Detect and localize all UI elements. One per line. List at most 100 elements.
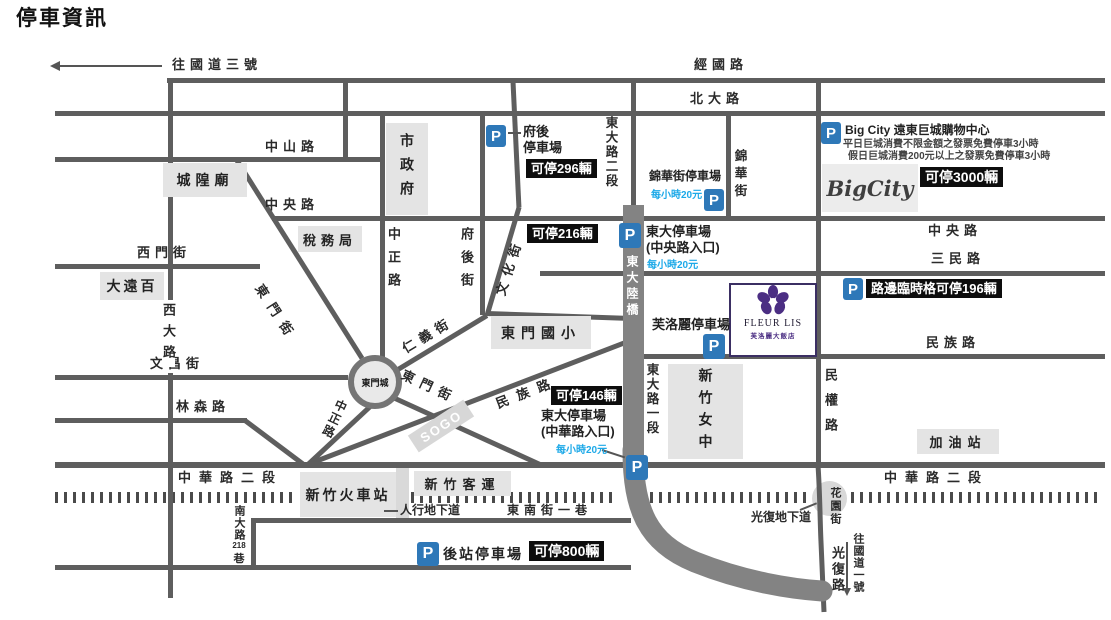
road-zhongyang xyxy=(272,216,1105,221)
highway3-arrowhead-icon xyxy=(50,61,60,71)
road-wenhua-upper xyxy=(510,81,522,208)
road-label-guodao1: 往國道一號 xyxy=(852,533,864,593)
road-fuhoujie xyxy=(480,111,485,315)
capacity-badge-bigcity: 可停3000輛 xyxy=(920,167,1004,187)
bigcity-note-holiday: 假日巨城消費200元以上之發票免費停車3小時 xyxy=(848,151,1051,162)
road-label-minzu-right: 民族路 xyxy=(926,335,981,350)
road-label-beida: 北大路 xyxy=(690,91,745,106)
road-sanmin xyxy=(540,271,1105,276)
railway-track xyxy=(650,492,806,503)
road-block-top xyxy=(253,518,631,523)
road-label-zhongzheng-north: 中正路 xyxy=(386,227,401,296)
fuhou-pointer xyxy=(508,132,521,134)
bigcity-note-weekday: 平日巨城消費不限金額之發票免費停車3小時 xyxy=(843,139,1039,150)
road-label-wenchang: 文昌街 xyxy=(150,356,205,371)
road-zhonghua xyxy=(55,462,1105,468)
road-label-xida: 西大路 xyxy=(161,302,176,367)
parking-name-houzhan: 後站停車場 xyxy=(443,546,523,562)
bigcity-logo: BigCity xyxy=(822,164,918,212)
highway3-arrow-line xyxy=(58,65,162,67)
parking-icon-dongda-zhonghua: P xyxy=(626,455,648,480)
capacity-badge-dongda-zhonghua: 可停146輛 xyxy=(551,386,622,405)
parking-name-fuhou: 府後 停車場 xyxy=(523,124,563,156)
road-dongmen-nw xyxy=(234,159,365,360)
road-beida xyxy=(55,111,1105,116)
road-label-huayuan: 花園街 xyxy=(829,487,841,526)
renxing-dash xyxy=(384,510,398,512)
highway1-arrow-line xyxy=(846,542,848,588)
road-jingguo xyxy=(167,78,1105,83)
road-label-jinhuajie: 錦華街 xyxy=(732,149,747,202)
road-label-ximen: 西門街 xyxy=(137,245,192,260)
road-bottom xyxy=(55,565,631,570)
road-jinhuajie xyxy=(726,111,731,220)
road-minzu-right xyxy=(640,354,1105,359)
parking-price-jinhua: 每小時20元 xyxy=(651,190,703,201)
fleurlis-name: FLEUR LIS xyxy=(743,318,803,329)
road-label-linsen: 林森路 xyxy=(176,399,231,414)
landmark-shizhengfu: 市政府 xyxy=(386,123,428,215)
parking-price-dongda-central: 每小時20元 xyxy=(647,260,699,271)
road-label-zhonghua-left: 中華路二段 xyxy=(178,470,284,485)
road-linsen-bend xyxy=(243,418,307,468)
road-segment-north xyxy=(343,78,348,160)
railway-track xyxy=(411,492,612,503)
fleurlis-flower-icon xyxy=(757,285,789,315)
parking-name-dongda-central: 東大停車場 (中央路入口) xyxy=(646,224,720,256)
road-nanda218 xyxy=(251,518,256,569)
parking-icon-roadside: P xyxy=(843,278,863,300)
road-label-zhongshan: 中山路 xyxy=(265,139,320,154)
road-ximen xyxy=(55,264,260,269)
landmark-gas-station: 加油站 xyxy=(917,429,999,454)
road-label-renxing: 人行地下道 xyxy=(400,503,461,517)
parking-icon-dongda-central: P xyxy=(619,223,641,248)
fleurlis-subname: 芙洛麗大飯店 xyxy=(750,333,796,340)
road-zhongshan xyxy=(55,157,385,162)
landmark-shuiwu: 稅務局 xyxy=(298,226,362,252)
road-label-dongda2: 東大路二段 xyxy=(603,116,618,189)
capacity-badge-houzhan: 可停800輛 xyxy=(529,541,605,561)
road-label-guodao3: 往國道三號 xyxy=(172,57,263,72)
road-label-nanda218: 南大路 218 巷 xyxy=(232,505,246,565)
road-label-zhongyang-right: 中央路 xyxy=(928,223,983,238)
landmark-dongmen-school: 東門國小 xyxy=(491,316,591,349)
pedestrian-corridor xyxy=(396,465,409,518)
road-label-zhongyang-left: 中央路 xyxy=(265,197,320,212)
bigcity-title: Big City 遠東巨城購物中心 xyxy=(845,123,990,137)
landmark-bus-station: 新竹客運 xyxy=(414,471,511,496)
dongda-overpass xyxy=(623,205,644,460)
parking-icon-houzhan: P xyxy=(417,542,439,566)
road-label-dongmen-nw: 東門街 xyxy=(252,281,301,345)
parking-icon-fuhou: P xyxy=(486,125,506,147)
parking-icon-bigcity: P xyxy=(821,122,841,144)
capacity-badge-dongda-central: 可停216輛 xyxy=(527,224,598,243)
page-title: 停車資訊 xyxy=(16,7,108,30)
roundabout-label: 東門城 xyxy=(361,377,389,388)
road-label-fuhoujie: 府後街 xyxy=(459,227,474,296)
railway-track xyxy=(851,492,1097,503)
road-zhongzheng-north xyxy=(380,111,385,357)
road-label-dongda1: 東大路一段 xyxy=(644,363,659,436)
parking-name-dongda-zhonghua: 東大停車場 (中華路入口) xyxy=(541,408,615,440)
parking-icon-fleur: P xyxy=(703,334,725,359)
road-label-dongnan: 東南街一巷 xyxy=(507,503,593,517)
label-guangfu-underpass: 光復地下道 xyxy=(751,510,812,524)
parking-name-fleur: 芙洛麗停車場 xyxy=(652,317,731,332)
parking-icon-jinhua: P xyxy=(704,189,724,211)
parking-price-dongda-zhonghua: 每小時20元 xyxy=(556,445,608,456)
railway-track xyxy=(55,492,292,503)
road-label-dongdaluqiao: 東大陸橋 xyxy=(625,255,639,319)
capacity-badge-fuhou: 可停296輛 xyxy=(526,159,597,178)
road-wenchang xyxy=(55,375,348,380)
capacity-badge-roadside: 路邊臨時格可停196輛 xyxy=(866,279,1002,298)
road-label-jingguo: 經國路 xyxy=(694,57,749,72)
road-label-zhonghua-right: 中華路二段 xyxy=(884,470,990,485)
road-dongda2 xyxy=(631,78,636,208)
road-linsen xyxy=(55,418,247,423)
road-label-guangfu: 光復路 xyxy=(830,546,845,594)
fleurlis-hotel-box: FLEUR LIS 芙洛麗大飯店 xyxy=(729,283,817,357)
landmark-girls-school: 新竹女中 xyxy=(668,364,743,459)
landmark-chenghuang: 城隍廟 xyxy=(163,163,247,197)
road-xida-lower xyxy=(168,373,173,598)
